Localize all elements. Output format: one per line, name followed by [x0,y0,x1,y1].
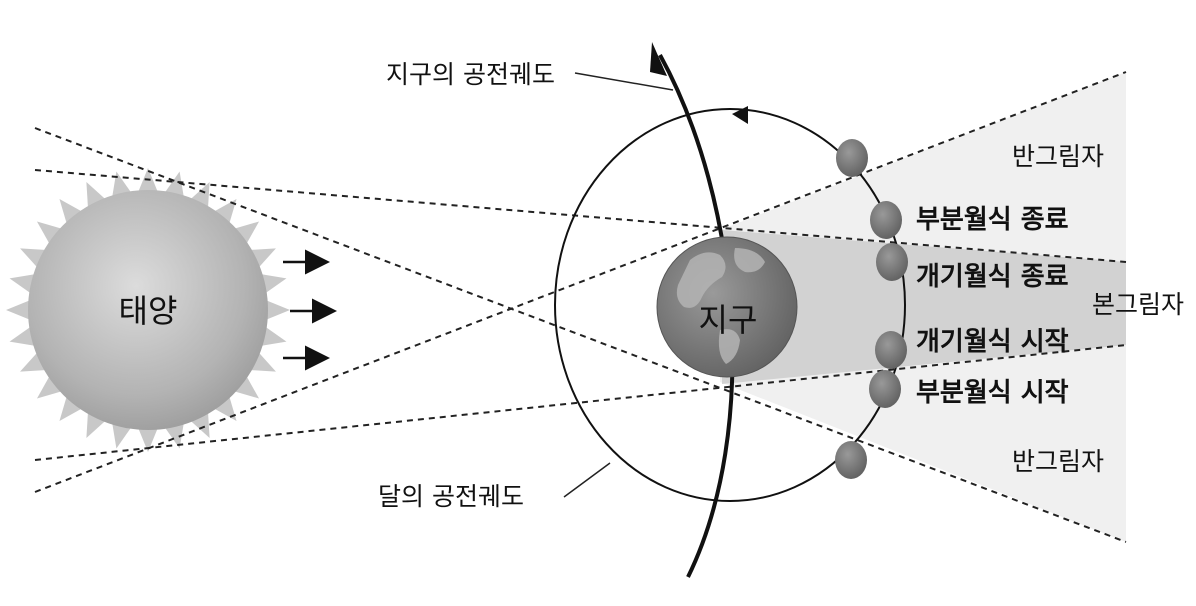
orbit-direction-arrow-icon [732,106,748,124]
moon-orbit [554,108,906,502]
moon [869,370,901,408]
moon [876,243,908,281]
moon [836,139,868,177]
moon [870,201,902,239]
moon [875,331,907,369]
tangent-line [34,127,1127,543]
sun-label: 태양 [119,292,178,330]
earth-continents [676,248,765,364]
moon [835,441,867,479]
partial-eclipse-end-label: 부분월식 종료 [916,205,1069,235]
total-eclipse-start-label: 개기월식 시작 [916,327,1069,357]
sunlight-arrows [283,249,337,371]
tangent-line [34,71,1127,493]
earth-orbit-label: 지구의 공전궤도 [386,60,555,89]
total-eclipse-end-label: 개기월식 종료 [916,262,1069,292]
moon-orbit-label: 달의 공전궤도 [378,482,524,511]
moon-orbit-leader [563,462,611,498]
earth-label: 지구 [699,301,758,339]
penumbra-bottom-label: 반그림자 [1012,447,1104,476]
tangent-line [34,344,1127,461]
sun [28,190,268,430]
partial-eclipse-start-label: 부분월식 시작 [916,378,1069,408]
earth-orbit-arrow-icon [650,42,667,76]
earth-orbit-leader [574,72,674,91]
umbra-region [722,230,1126,384]
penumbra-top-label: 반그림자 [1012,142,1104,171]
moon-positions [835,139,908,479]
umbra-label: 본그림자 [1092,290,1184,319]
tangent-lines [34,71,1127,543]
